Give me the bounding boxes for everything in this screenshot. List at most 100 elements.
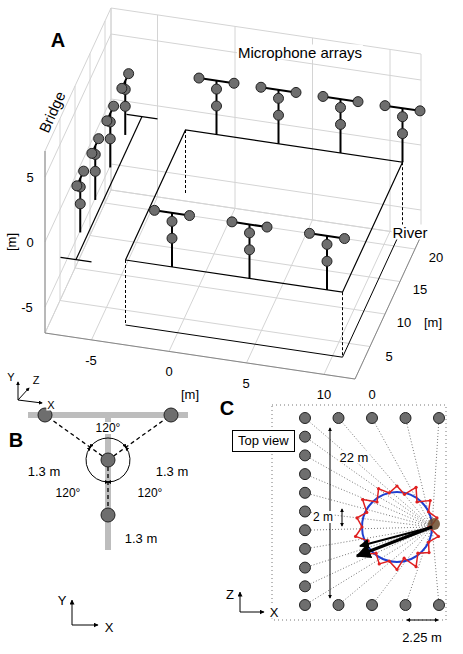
microphone xyxy=(300,413,311,424)
bearing-line xyxy=(305,493,432,527)
tick-label: 0 xyxy=(367,388,376,401)
axis-line xyxy=(45,236,421,379)
microphone xyxy=(212,101,222,111)
microphone xyxy=(274,110,284,120)
axis-gizmo-c xyxy=(240,612,264,613)
microphone xyxy=(105,134,115,144)
dimension-label: 22 m xyxy=(339,451,370,464)
bearing-line xyxy=(305,418,432,527)
grid-line xyxy=(92,197,158,340)
microphone xyxy=(300,431,311,442)
dimension-label: 1.3 m xyxy=(27,465,62,478)
microphone xyxy=(398,112,408,122)
panel-letter: C xyxy=(219,398,235,418)
tick-label: 5 xyxy=(384,350,393,363)
bearing-line xyxy=(432,418,439,527)
grid-line xyxy=(45,34,421,177)
axis-gizmo-b xyxy=(72,625,98,626)
bearing-line xyxy=(305,437,432,527)
angle-label: 120° xyxy=(137,487,164,499)
track-point xyxy=(375,500,378,503)
grid-line xyxy=(247,220,313,363)
axis-letter: X xyxy=(104,621,115,634)
dimension-arrow xyxy=(342,509,343,526)
bridge-end xyxy=(127,114,158,119)
tick-label: 5 xyxy=(25,171,34,184)
microphone xyxy=(300,581,311,592)
track-point xyxy=(377,487,380,490)
microphone xyxy=(167,216,177,226)
grid-line xyxy=(45,164,421,307)
axis-unit: [m] xyxy=(423,316,443,329)
microphone xyxy=(380,101,390,111)
microphone xyxy=(367,413,378,424)
microphone xyxy=(185,211,195,221)
track-point xyxy=(414,565,417,568)
estimated-track xyxy=(356,486,439,570)
axis-letter: X xyxy=(269,606,280,619)
frame-dotted xyxy=(272,405,446,620)
callout-label: Microphone arrays xyxy=(237,45,363,60)
bearing-line xyxy=(305,455,432,527)
dimension-label: 2.25 m xyxy=(401,631,443,644)
axis-gizmo xyxy=(18,382,19,400)
microphone xyxy=(149,205,159,215)
microphone xyxy=(322,239,332,249)
axis-letter: Y xyxy=(6,372,15,383)
microphone xyxy=(300,562,311,573)
microphone xyxy=(262,222,272,232)
angle-label: 120° xyxy=(55,487,82,499)
tick-label: -5 xyxy=(20,301,34,314)
tick-label: 0 xyxy=(164,365,173,378)
track-point xyxy=(429,499,432,502)
angle-arc xyxy=(108,447,130,482)
microphone xyxy=(353,97,363,107)
tick-label: 0 xyxy=(25,236,34,249)
track-point xyxy=(416,552,419,555)
tick-label: -5 xyxy=(84,354,98,367)
microphone xyxy=(256,82,266,92)
axis-gizmo xyxy=(18,388,29,400)
direction-arrow xyxy=(357,527,432,556)
microphone xyxy=(434,600,445,611)
dimension-arrow xyxy=(407,620,438,621)
microphone xyxy=(102,116,112,126)
microphone xyxy=(90,166,100,176)
microphone xyxy=(101,508,115,522)
track-point xyxy=(437,535,440,538)
bearing-line xyxy=(339,527,433,605)
microphone xyxy=(318,91,328,101)
bearing-line xyxy=(305,512,432,528)
microphone xyxy=(300,506,311,517)
direction-arrow xyxy=(360,527,432,546)
microphone xyxy=(120,101,130,111)
caption-box: Top view xyxy=(232,430,295,452)
microphone xyxy=(400,600,411,611)
track-point xyxy=(395,484,398,487)
tick-label: 15 xyxy=(412,283,428,296)
tick-label: 20 xyxy=(428,251,444,264)
tick-label: 10 xyxy=(396,316,412,329)
track-point xyxy=(378,562,381,565)
microphone xyxy=(336,103,346,113)
axis-gizmo-b xyxy=(72,600,73,625)
microphone xyxy=(367,600,378,611)
track-point xyxy=(375,552,378,555)
track-point xyxy=(355,516,358,519)
microphone xyxy=(245,228,255,238)
dimension-label: 2 m xyxy=(312,511,334,523)
microphone xyxy=(300,450,311,461)
microphone xyxy=(415,106,425,116)
bearing-line xyxy=(406,418,433,527)
track-point xyxy=(427,510,430,513)
microphone xyxy=(245,245,255,255)
microphone xyxy=(398,129,408,139)
river-bed xyxy=(126,227,403,357)
microphone xyxy=(75,199,85,209)
river-bank xyxy=(402,162,403,227)
track-point xyxy=(414,486,417,489)
axis-unit: [m] xyxy=(5,232,18,252)
microphone xyxy=(274,93,284,103)
callout-label: River xyxy=(391,225,428,240)
